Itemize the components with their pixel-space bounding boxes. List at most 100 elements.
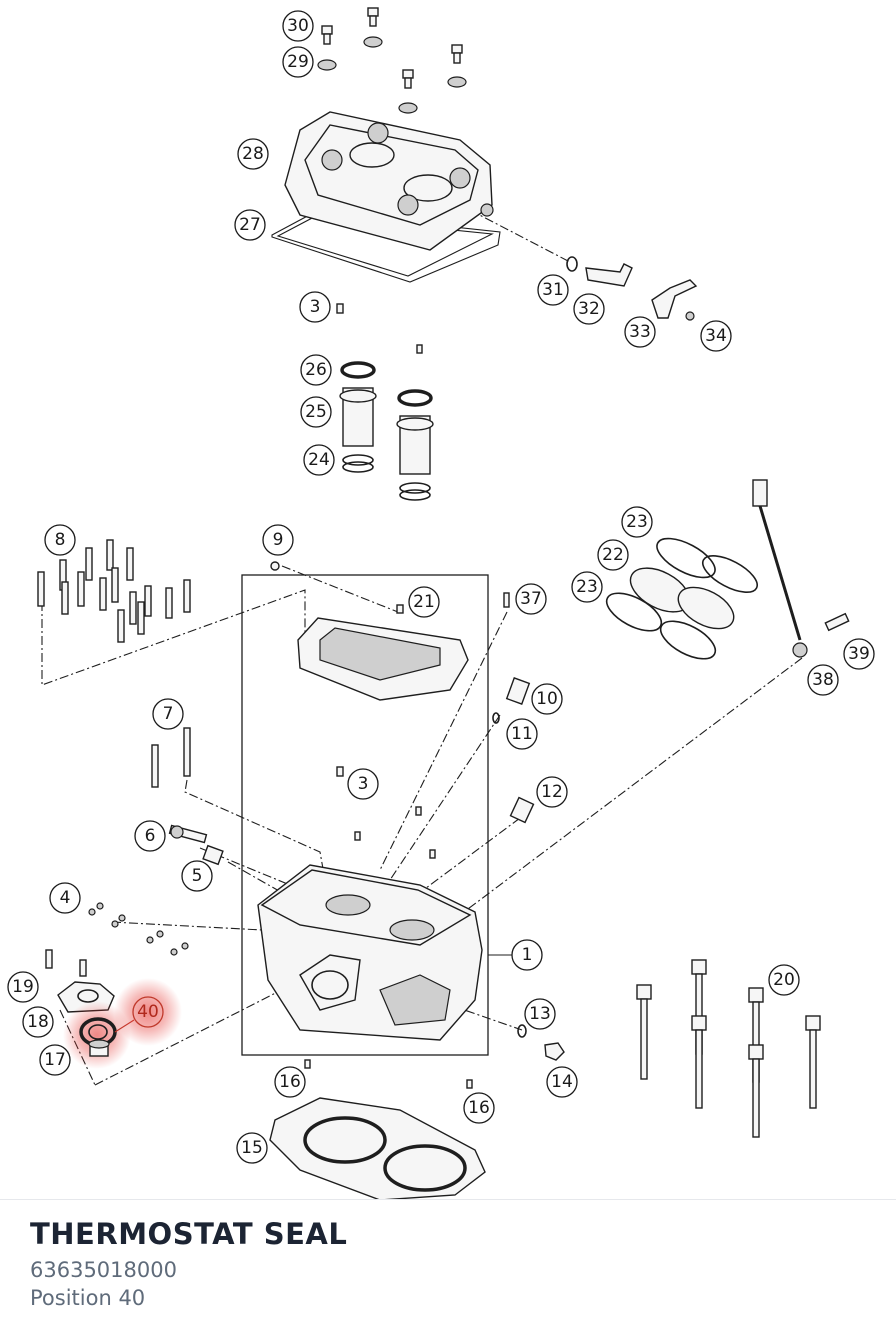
svg-text:28: 28 [242, 144, 264, 164]
svg-text:7: 7 [163, 704, 174, 724]
callout-31[interactable]: 31 [537, 274, 569, 306]
callout-12[interactable]: 12 [536, 776, 568, 808]
svg-text:1: 1 [522, 945, 533, 965]
callout-40[interactable]: 40 [114, 978, 182, 1046]
exploded-parts-diagram: 30 29 28 27 31 32 33 34 3 26 25 24 8 9 2… [7, 7, 875, 1200]
callout-13[interactable]: 13 [524, 998, 556, 1030]
highlight-glow [63, 1001, 131, 1069]
callout-25[interactable]: 25 [300, 396, 332, 428]
svg-text:19: 19 [12, 977, 34, 997]
plug-tubes [339, 361, 434, 501]
callout-9[interactable]: 9 [262, 524, 294, 556]
callout-14[interactable]: 14 [546, 1066, 578, 1098]
svg-text:30: 30 [287, 16, 309, 36]
callout-7[interactable]: 7 [152, 698, 184, 730]
intake-boots [605, 537, 758, 660]
sensor-cable [752, 479, 850, 658]
callout-32[interactable]: 32 [573, 293, 605, 325]
part-title: THERMOSTAT SEAL [30, 1217, 348, 1251]
svg-text:24: 24 [308, 450, 330, 470]
svg-text:23: 23 [626, 512, 648, 532]
callout-16-right[interactable]: 16 [463, 1092, 495, 1124]
sensors [492, 677, 535, 824]
svg-text:26: 26 [305, 360, 327, 380]
callout-6[interactable]: 6 [134, 820, 166, 852]
svg-text:13: 13 [529, 1004, 551, 1024]
callout-37[interactable]: 37 [515, 583, 547, 615]
callout-39[interactable]: 39 [843, 638, 875, 670]
cylinder-head [257, 864, 483, 1041]
callout-28[interactable]: 28 [237, 138, 269, 170]
svg-text:23: 23 [576, 577, 598, 597]
svg-text:18: 18 [27, 1012, 49, 1032]
head-bolts-group-8 [37, 539, 191, 643]
head-gasket [269, 1097, 486, 1200]
callout-24[interactable]: 24 [303, 444, 335, 476]
breather-parts [566, 256, 698, 321]
callout-38[interactable]: 38 [807, 664, 839, 696]
svg-text:9: 9 [273, 530, 284, 550]
callout-11[interactable]: 11 [506, 718, 538, 750]
callout-22[interactable]: 22 [597, 539, 629, 571]
callout-8[interactable]: 8 [44, 524, 76, 556]
cover-bolts [317, 7, 467, 114]
callout-3-upper[interactable]: 3 [299, 291, 331, 323]
svg-text:34: 34 [705, 326, 727, 346]
svg-text:31: 31 [542, 280, 564, 300]
divider [0, 1199, 896, 1200]
svg-text:32: 32 [578, 299, 600, 319]
svg-text:16: 16 [468, 1098, 490, 1118]
svg-text:14: 14 [551, 1072, 573, 1092]
callout-1[interactable]: 1 [511, 939, 543, 971]
callout-23-upper[interactable]: 23 [621, 506, 653, 538]
callout-30[interactable]: 30 [282, 10, 314, 42]
svg-text:4: 4 [60, 888, 71, 908]
callout-16-left[interactable]: 16 [274, 1066, 306, 1098]
callout-15[interactable]: 15 [236, 1132, 268, 1164]
bolts-group-7 [151, 727, 191, 788]
svg-text:38: 38 [812, 670, 834, 690]
plugs-group-4 [88, 902, 189, 956]
callout-5[interactable]: 5 [181, 860, 213, 892]
svg-text:15: 15 [241, 1138, 263, 1158]
svg-text:39: 39 [848, 644, 870, 664]
callout-27[interactable]: 27 [234, 209, 266, 241]
svg-text:5: 5 [192, 866, 203, 886]
callout-18[interactable]: 18 [22, 1006, 54, 1038]
assembly-frame [241, 574, 489, 1056]
callout-19[interactable]: 19 [7, 971, 39, 1003]
callout-23-lower[interactable]: 23 [571, 571, 603, 603]
thermostat-group [45, 949, 135, 1069]
svg-text:37: 37 [520, 589, 542, 609]
part-info-panel: THERMOSTAT SEAL 63635018000 Position 40 [30, 1212, 347, 1312]
svg-text:11: 11 [511, 724, 533, 744]
svg-text:40: 40 [137, 1002, 159, 1022]
svg-text:22: 22 [602, 545, 624, 565]
callout-26[interactable]: 26 [300, 354, 332, 386]
callout-3-lower[interactable]: 3 [347, 768, 379, 800]
callout-17[interactable]: 17 [39, 1044, 71, 1076]
svg-text:33: 33 [629, 322, 651, 342]
long-bolts-group-20 [636, 959, 821, 1138]
svg-text:10: 10 [536, 689, 558, 709]
svg-text:27: 27 [239, 215, 261, 235]
valve-cover [271, 111, 501, 283]
svg-text:25: 25 [305, 402, 327, 422]
callout-21[interactable]: 21 [408, 586, 440, 618]
callout-10[interactable]: 10 [531, 683, 563, 715]
dowel-pins [304, 303, 473, 1089]
svg-text:12: 12 [541, 782, 563, 802]
callout-20[interactable]: 20 [768, 964, 800, 996]
svg-text:21: 21 [413, 592, 435, 612]
callout-4[interactable]: 4 [49, 882, 81, 914]
callout-29[interactable]: 29 [282, 46, 314, 78]
callout-33[interactable]: 33 [624, 316, 656, 348]
parts-5-6 [168, 824, 224, 866]
svg-text:8: 8 [55, 530, 66, 550]
svg-text:29: 29 [287, 52, 309, 72]
callout-34[interactable]: 34 [700, 320, 732, 352]
leader-lines [41, 209, 803, 1086]
svg-text:3: 3 [358, 774, 369, 794]
svg-text:3: 3 [310, 297, 321, 317]
svg-text:20: 20 [773, 970, 795, 990]
